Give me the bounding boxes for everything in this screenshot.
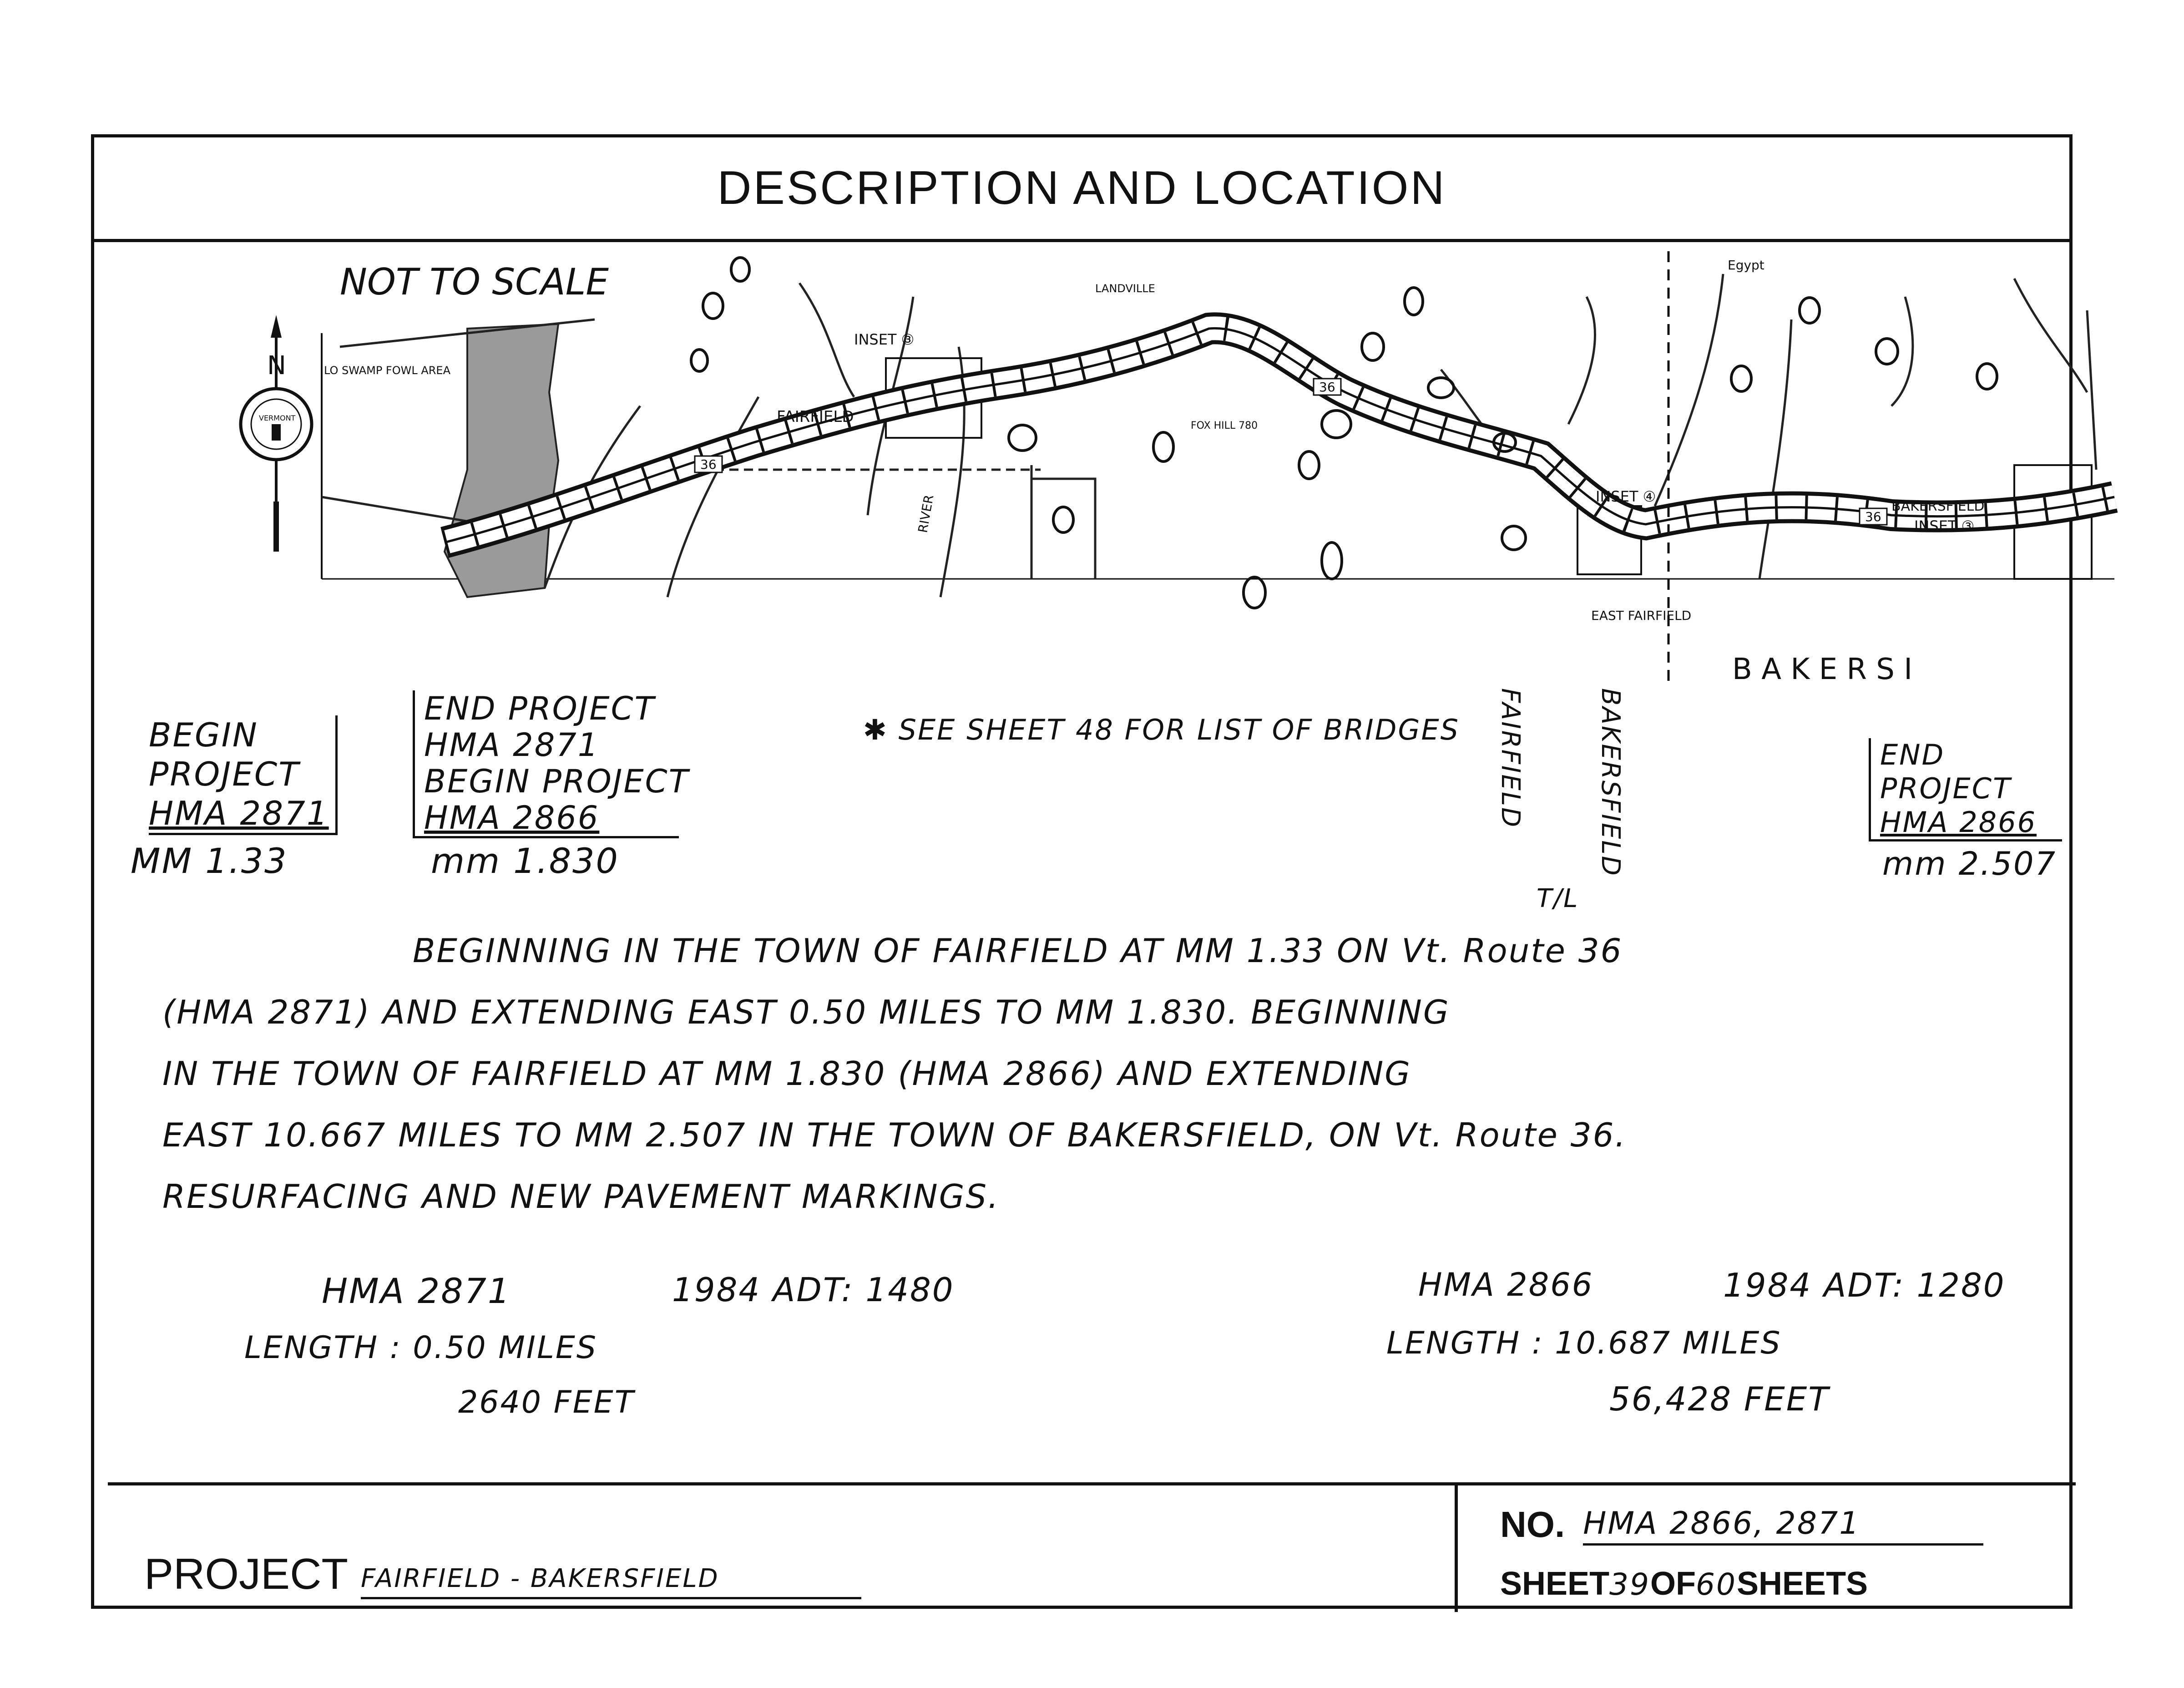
end-mid-line4: HMA 2866: [424, 799, 600, 836]
svg-text:36: 36: [1865, 509, 1881, 524]
stats-feet-2866: 56,428 FEET: [1609, 1380, 1830, 1418]
description-line-1: BEGINNING IN THE TOWN OF FAIRFIELD AT MM…: [413, 932, 1623, 970]
title-block-divider: [1455, 1485, 1458, 1612]
sheet-frame: DESCRIPTION AND LOCATION NOT TO SCALE: [91, 134, 2118, 1612]
description-line-3: IN THE TOWN OF FAIRFIELD AT MM 1.830 (HM…: [162, 1054, 1411, 1093]
sheet-total: 60: [1696, 1567, 1737, 1602]
label-inset-3-right: INSET ③: [1914, 517, 1974, 535]
townline-tl: T/L: [1537, 884, 1579, 913]
project-value: FAIRFIELD - BAKERSFIELD: [361, 1564, 862, 1599]
svg-text:36: 36: [700, 457, 717, 472]
stats-hma-2871: HMA 2871: [322, 1271, 511, 1311]
stats-hma-2866: HMA 2866: [1418, 1266, 1594, 1303]
scale-note: NOT TO SCALE: [340, 261, 609, 303]
label-fox-hill: FOX HILL 780: [1191, 420, 1258, 431]
townline-fairfield: FAIRFIELD: [1496, 688, 1525, 829]
svg-text:36: 36: [1319, 380, 1335, 395]
description-line-4: EAST 10.667 MILES TO MM 2.507 IN THE TOW…: [162, 1116, 1627, 1154]
svg-text:VERMONT: VERMONT: [259, 414, 296, 422]
stats-adt-2871: 1984 ADT: 1480: [672, 1271, 955, 1309]
stats-length-2866: LENGTH : 10.687 MILES: [1386, 1325, 1782, 1361]
end-project-annotation: END PROJECT HMA 2866: [1869, 738, 2062, 841]
stats-adt-2866: 1984 ADT: 1280: [1723, 1266, 2006, 1304]
label-inset-3-left: INSET ③: [854, 331, 914, 348]
end-mid-line3: BEGIN PROJECT: [424, 763, 690, 800]
townline-bakersfield: BAKERSFIELD: [1596, 688, 1625, 877]
title-bar: DESCRIPTION AND LOCATION: [94, 137, 2069, 242]
swamp-area: [443, 323, 560, 598]
end-right-line1: END: [1880, 738, 1945, 771]
description-block: BEGINNING IN THE TOWN OF FAIRFIELD AT MM…: [162, 920, 1627, 1227]
number-value: HMA 2866, 2871: [1583, 1506, 1984, 1546]
sheet-suffix: SHEETS: [1737, 1566, 1868, 1602]
end-mid-mm: mm 1.830: [431, 841, 619, 881]
end-mid-line1: END PROJECT: [424, 690, 656, 727]
page-title: DESCRIPTION AND LOCATION: [717, 162, 1446, 214]
label-east-fairfield: EAST FAIRFIELD: [1591, 608, 1691, 623]
svg-text:N: N: [267, 351, 286, 380]
description-line-5: RESURFACING AND NEW PAVEMENT MARKINGS.: [162, 1177, 1000, 1216]
label-swamp: LO SWAMP FOWL AREA: [324, 364, 451, 377]
location-map: NOT TO SCALE: [239, 251, 2118, 688]
stats-feet-2871: 2640 FEET: [458, 1384, 635, 1420]
begin-line3: HMA 2871: [149, 794, 329, 832]
begin-line1: BEGIN: [149, 716, 258, 754]
end-begin-annotation: END PROJECT HMA 2871 BEGIN PROJECT HMA 2…: [413, 690, 690, 838]
number-label: NO.: [1500, 1504, 1565, 1545]
number-field: NO. HMA 2866, 2871: [1500, 1504, 1984, 1546]
sheet-field: SHEET39OF60SHEETS: [1500, 1565, 1868, 1602]
project-label: PROJECT: [144, 1550, 349, 1598]
end-mid-line2: HMA 2871: [424, 726, 600, 764]
label-bakersfield-big: B A K E R S I: [1732, 653, 1912, 686]
label-river: RIVER: [915, 494, 936, 534]
sheet-prefix: SHEET: [1500, 1566, 1610, 1602]
hill-contours: [690, 256, 1998, 609]
label-inset-4: INSET ④: [1596, 488, 1656, 505]
end-right-mm: mm 2.507: [1882, 845, 2057, 882]
sheet-number: 39: [1609, 1567, 1651, 1602]
begin-mm: MM 1.33: [131, 841, 288, 881]
label-fairfield: FAIRFIELD: [777, 408, 854, 426]
label-landville: LANDVILLE: [1095, 282, 1155, 295]
description-line-2: (HMA 2871) AND EXTENDING EAST 0.50 MILES…: [162, 993, 1450, 1031]
sheet-of: OF: [1650, 1566, 1696, 1602]
route-shield: 36 36 36: [694, 378, 1888, 526]
project-field: PROJECT FAIRFIELD - BAKERSFIELD: [144, 1549, 862, 1599]
label-bakersfield: BAKERSFIELD: [1891, 498, 1985, 514]
stats-length-2871: LENGTH : 0.50 MILES: [244, 1330, 597, 1366]
bridges-note: ✱ SEE SHEET 48 FOR LIST OF BRIDGES: [863, 713, 1460, 746]
label-egypt: Egypt: [1728, 258, 1764, 273]
end-right-line2: PROJECT: [1880, 772, 2012, 805]
vermont-seal-icon: VERMONT: [239, 387, 313, 461]
title-block: PROJECT FAIRFIELD - BAKERSFIELD NO. HMA …: [108, 1482, 2076, 1612]
begin-project-annotation: BEGIN PROJECT HMA 2871: [149, 715, 338, 835]
begin-line2: PROJECT: [149, 755, 300, 793]
end-right-line3: HMA 2866: [1880, 806, 2037, 839]
